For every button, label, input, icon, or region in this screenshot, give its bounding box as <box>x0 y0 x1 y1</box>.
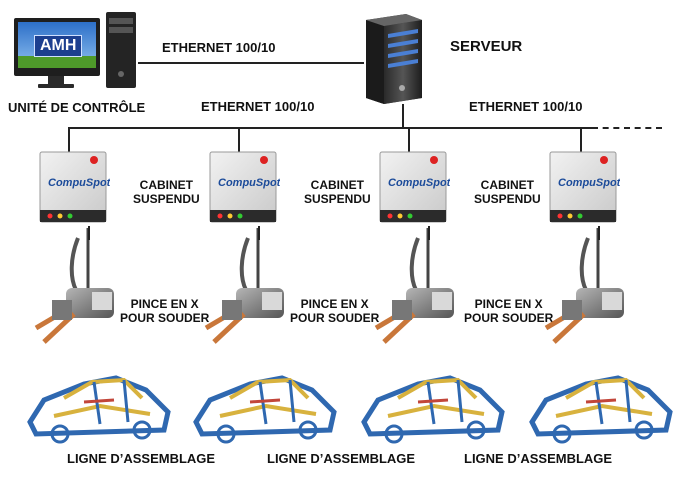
car-body-icon <box>529 375 673 444</box>
cabinet-label-line2: SUSPENDU <box>474 192 541 206</box>
cabinet-icon: CompuSpot <box>39 151 112 223</box>
cable-3 <box>428 226 430 240</box>
cabinet-label-1: CABINET SUSPENDU <box>133 178 200 206</box>
car-body-4 <box>526 364 676 446</box>
control-unit: AMH <box>10 12 140 92</box>
cabinet-label-line2: SUSPENDU <box>304 192 371 206</box>
cabinet-label-line1: CABINET <box>480 178 535 192</box>
ethernet-label-top: ETHERNET 100/10 <box>162 40 276 55</box>
welding-gun-icon <box>204 228 284 344</box>
cable-1 <box>88 226 90 240</box>
control-unit-label: UNITÉ DE CONTRÔLE <box>8 100 146 115</box>
ethernet-bus <box>68 127 592 129</box>
server-label: SERVEUR <box>450 38 523 55</box>
welding-gun-icon <box>544 228 624 344</box>
welding-gun-3 <box>370 228 460 352</box>
cabinet-label-line1: CABINET <box>310 178 365 192</box>
gun-label-3: PINCE EN X POUR SOUDER <box>464 297 553 325</box>
cabinet-label-3: CABINET SUSPENDU <box>474 178 541 206</box>
drop-station-3 <box>408 128 410 152</box>
cabinet-1: CompuSpot <box>38 150 112 226</box>
assembly-label-1: LIGNE D’ASSEMBLAGE <box>67 451 216 466</box>
drop-station-1 <box>68 128 70 152</box>
welding-gun-icon <box>374 228 454 344</box>
gun-label-2: PINCE EN X POUR SOUDER <box>290 297 379 325</box>
drop-station-4 <box>580 128 582 152</box>
cable-2 <box>258 226 260 240</box>
gun-label-line1: PINCE EN X <box>300 297 369 311</box>
car-body-icon <box>27 375 171 444</box>
ethernet-bus-extension <box>592 127 662 129</box>
car-body-3 <box>358 364 508 446</box>
gun-label-line2: POUR SOUDER <box>464 311 554 325</box>
car-body-icon <box>193 375 337 444</box>
assembly-label-2: LIGNE D’ASSEMBLAGE <box>267 451 416 466</box>
welding-gun-icon <box>34 228 114 344</box>
ethernet-label-bus-right: ETHERNET 100/10 <box>469 99 583 114</box>
computer-icon <box>14 12 136 88</box>
drop-station-2 <box>238 128 240 152</box>
server-drop <box>402 104 404 128</box>
cabinet-2: CompuSpot <box>208 150 282 226</box>
server <box>362 12 426 104</box>
car-body-icon <box>361 375 505 444</box>
gun-label-1: PINCE EN X POUR SOUDER <box>120 297 209 325</box>
cabinet-label-2: CABINET SUSPENDU <box>304 178 371 206</box>
car-body-1 <box>24 364 174 446</box>
cable-4 <box>598 226 600 240</box>
cabinet-icon: CompuSpot <box>209 151 282 223</box>
gun-label-line2: POUR SOUDER <box>290 311 380 325</box>
cabinet-icon: CompuSpot <box>549 151 622 223</box>
svg-text:CompuSpot: CompuSpot <box>218 177 280 189</box>
link-control-server <box>138 62 364 64</box>
svg-text:CompuSpot: CompuSpot <box>558 177 620 189</box>
cabinet-icon: CompuSpot <box>379 151 452 223</box>
welding-gun-1 <box>30 228 120 352</box>
svg-text:CompuSpot: CompuSpot <box>48 177 110 189</box>
server-icon <box>366 14 422 104</box>
car-body-2 <box>190 364 340 446</box>
amh-logo: AMH <box>34 35 83 57</box>
svg-text:CompuSpot: CompuSpot <box>388 177 450 189</box>
gun-label-line1: PINCE EN X <box>474 297 543 311</box>
ethernet-label-bus-left: ETHERNET 100/10 <box>201 99 315 114</box>
welding-gun-2 <box>200 228 290 352</box>
cabinet-3: CompuSpot <box>378 150 452 226</box>
welding-gun-4 <box>540 228 630 352</box>
cabinet-label-line2: SUSPENDU <box>133 192 200 206</box>
cabinet-4: CompuSpot <box>548 150 622 226</box>
cabinet-label-line1: CABINET <box>139 178 194 192</box>
gun-label-line1: PINCE EN X <box>130 297 199 311</box>
assembly-label-3: LIGNE D’ASSEMBLAGE <box>464 451 613 466</box>
gun-label-line2: POUR SOUDER <box>120 311 210 325</box>
